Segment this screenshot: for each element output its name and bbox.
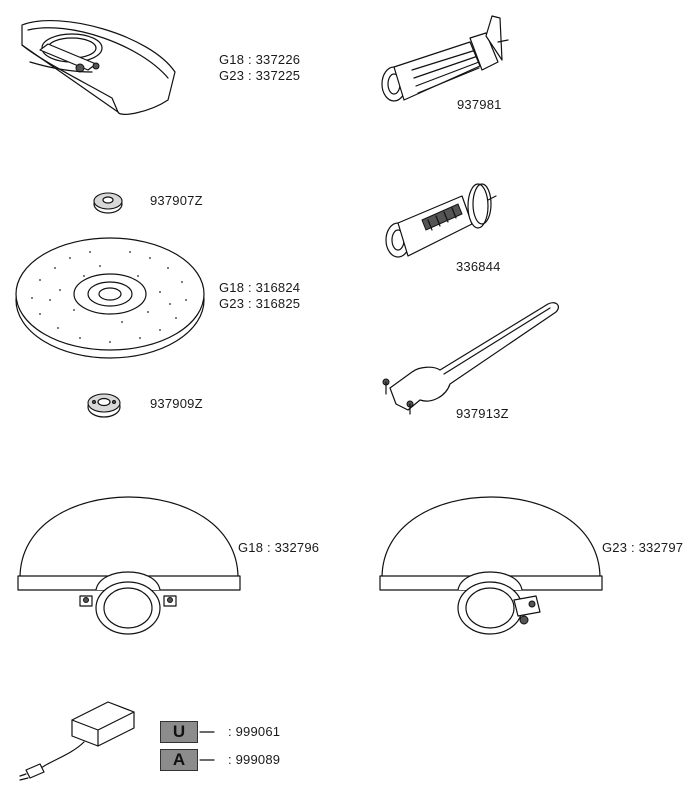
plug-u-badge: U	[160, 721, 198, 743]
spanner-code: 937913Z	[456, 406, 509, 421]
side-handle-a-drawing	[381, 15, 509, 102]
plug-a-badge: A	[160, 749, 198, 771]
inner-flange-code: 937907Z	[150, 193, 203, 208]
clamp-nut-drawing	[87, 393, 121, 418]
side-handle-b-drawing	[385, 183, 497, 258]
plug-u-code: : 999061	[228, 724, 281, 739]
inner-flange-drawing	[93, 192, 123, 214]
clamp-nut-code: 937909Z	[150, 396, 203, 411]
grinding-disc-codes: G18 : 316824 G23 : 316825	[219, 280, 300, 312]
guard-clamp-g18-code: G18 : 337226	[219, 52, 301, 67]
side-handle-a-code: 937981	[457, 97, 502, 112]
grinding-disc-drawing	[15, 237, 205, 359]
guard-g23-code: G23 : 332797	[602, 540, 684, 555]
guard-g18-code: G18 : 332796	[238, 540, 320, 555]
side-handle-b-code: 336844	[456, 259, 501, 274]
spanner-drawing	[382, 302, 560, 415]
guard-clamp-drawing	[21, 19, 176, 115]
guard-g23-drawing	[379, 496, 603, 635]
disc-speckle	[31, 251, 187, 343]
grinding-disc-g18-code: G18 : 316824	[219, 280, 301, 295]
grinding-disc-g23-code: G23 : 316825	[219, 296, 301, 311]
guard-g18-drawing	[17, 496, 241, 635]
guard-clamp-codes: G18 : 337226 G23 : 337225	[219, 52, 300, 84]
plug-a-code: : 999089	[228, 752, 281, 767]
guard-clamp-g23-code: G23 : 337225	[219, 68, 301, 83]
